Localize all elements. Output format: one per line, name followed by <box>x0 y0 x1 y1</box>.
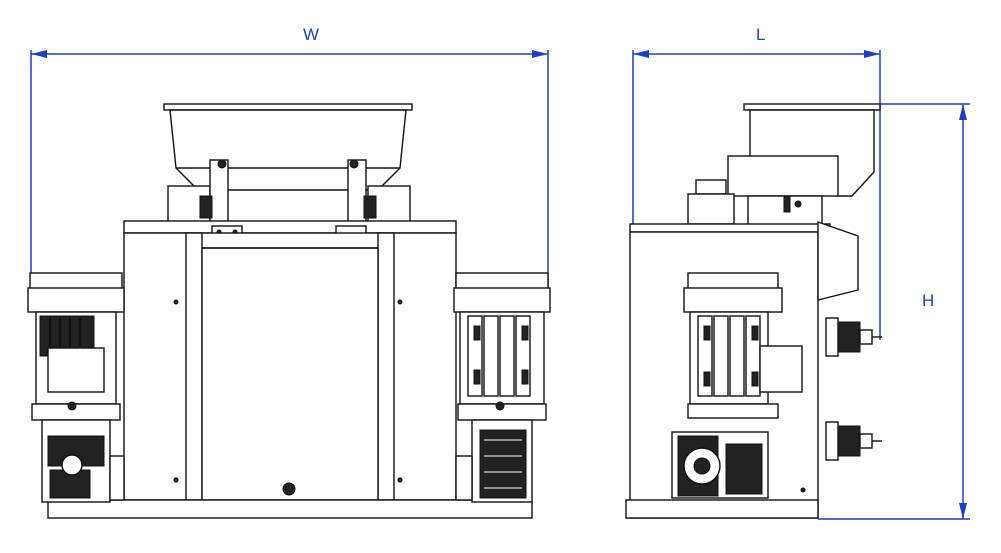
front-base-plate <box>47 499 533 519</box>
side-motor <box>671 272 803 499</box>
height-label: H <box>922 291 934 310</box>
front-left-motor <box>27 272 125 503</box>
side-valves <box>825 317 882 461</box>
front-right-motor <box>453 272 551 503</box>
front-hopper <box>163 103 413 223</box>
side-view: L H <box>625 25 970 520</box>
side-hopper <box>687 103 881 227</box>
width-label: W <box>303 25 319 44</box>
length-label: L <box>756 25 765 44</box>
front-view: W <box>27 25 551 519</box>
height-dimension: H <box>818 103 970 520</box>
width-dimension: W <box>30 25 549 290</box>
length-dimension: L <box>632 25 881 340</box>
front-main-housing <box>123 232 457 501</box>
front-top-plate <box>123 220 457 234</box>
